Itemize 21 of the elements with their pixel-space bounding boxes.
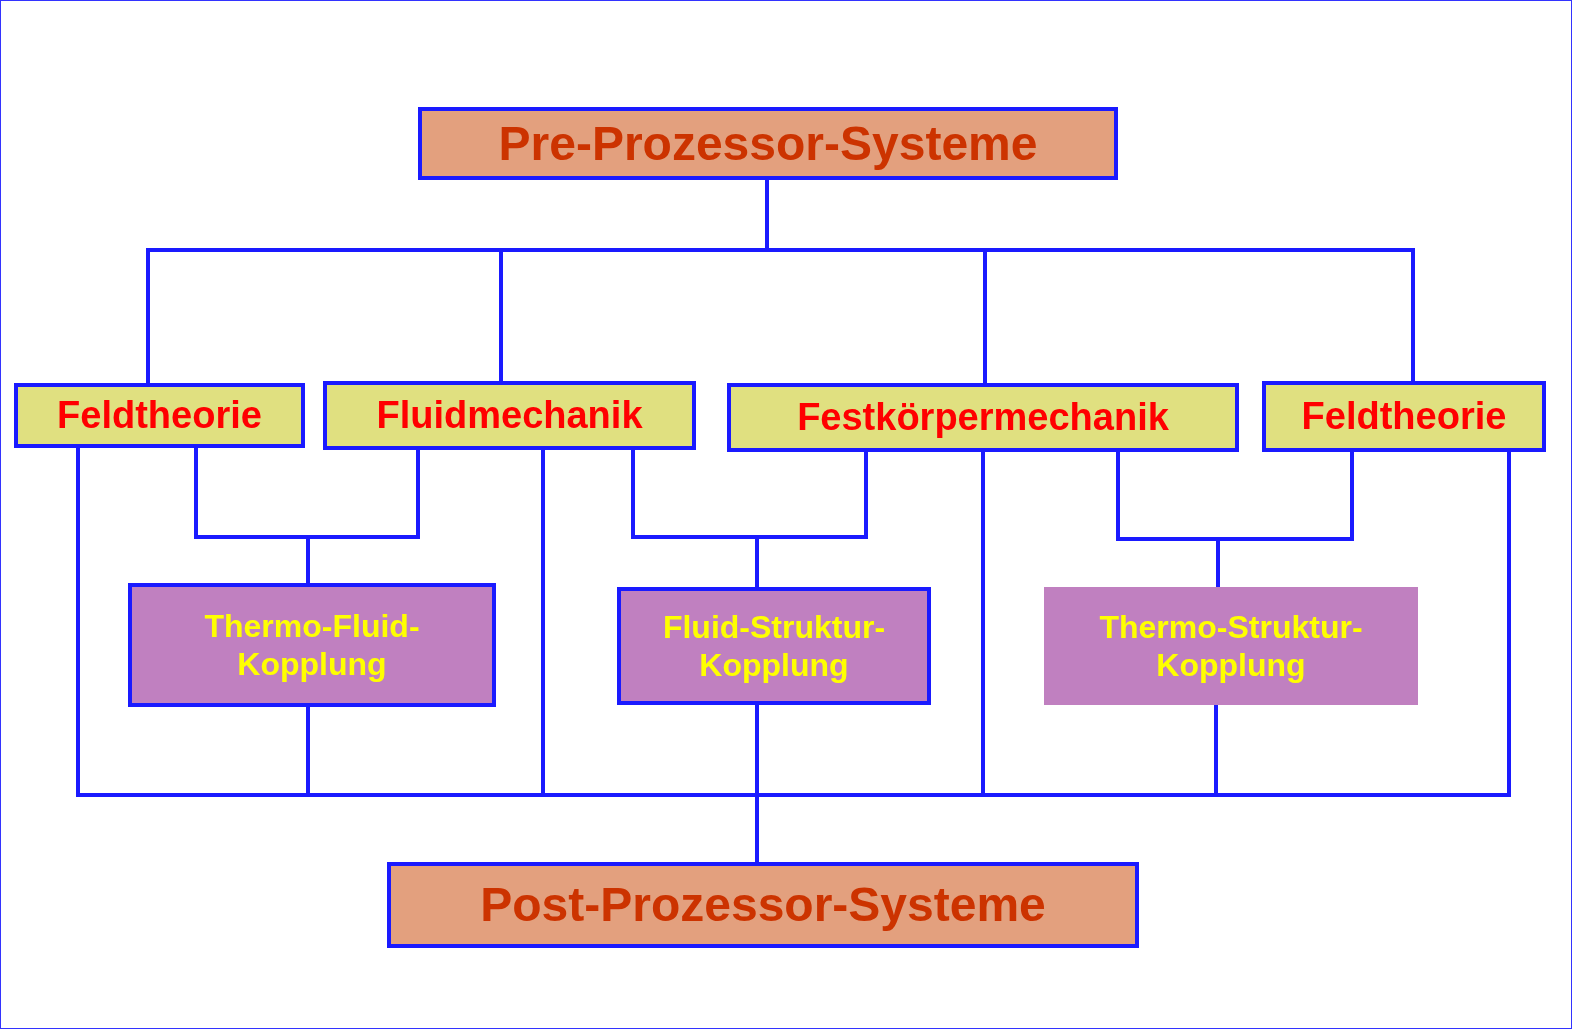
discipline-box [14, 383, 305, 448]
box-label: Fluidmechanik [376, 392, 643, 438]
box-label: Pre-Prozessor-Systeme [498, 115, 1038, 172]
box-label: Feldtheorie [1301, 393, 1507, 439]
system-box [387, 862, 1139, 948]
discipline-box [727, 383, 1239, 452]
connector-line [306, 450, 420, 583]
discipline-box [1262, 381, 1546, 452]
box-label: Thermo-Fluid- Kopplung [203, 606, 421, 684]
box-label: Fluid-Struktur- Kopplung [661, 607, 887, 685]
discipline-box [323, 381, 696, 450]
connector-line [755, 452, 868, 587]
box-label: Festkörpermechanik [797, 394, 1169, 440]
connector-line [1216, 452, 1354, 587]
coupling-box [617, 587, 931, 705]
box-label: Feldtheorie [57, 392, 262, 438]
box-label: Thermo-Struktur- Kopplung [1098, 607, 1364, 685]
system-box [418, 107, 1118, 180]
coupling-box [1044, 587, 1418, 705]
box-label: Post-Prozessor-Systeme [480, 877, 1046, 934]
coupling-box [128, 583, 496, 707]
